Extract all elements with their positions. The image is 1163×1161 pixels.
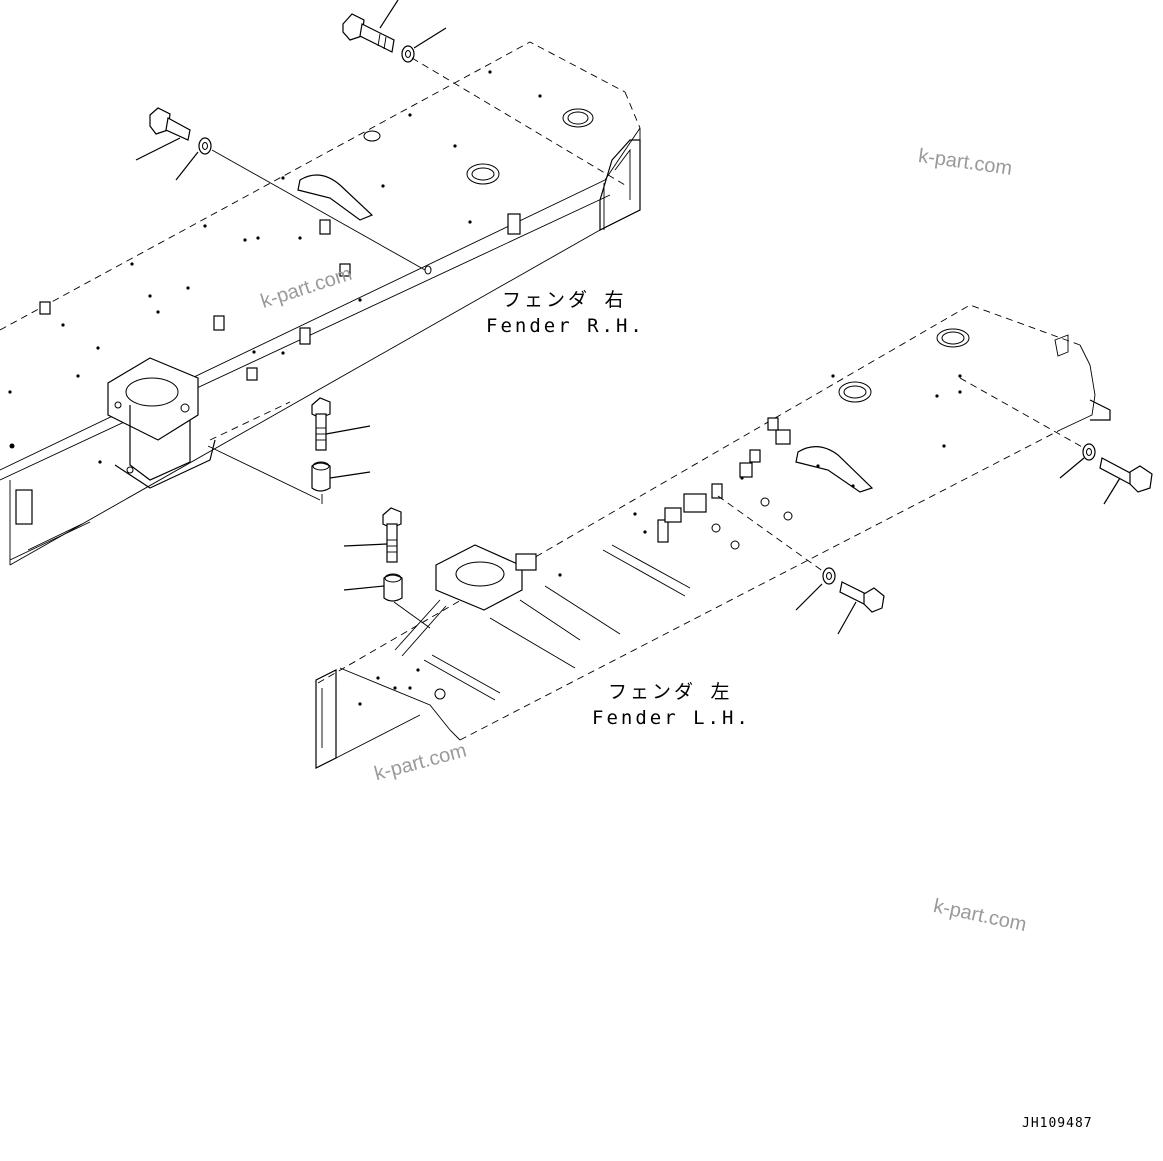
fender-rh-assembly	[0, 41, 641, 566]
bolt-upper-left	[135, 107, 432, 275]
rh-mounting-holes	[8, 70, 542, 464]
fender-rh-label-en: Fender R.H.	[486, 315, 645, 337]
bolt-center-right	[717, 495, 885, 635]
fender-lh-assembly	[315, 304, 1111, 769]
fender-rh-label-jp: フェンダ 右	[502, 289, 627, 311]
fender-lh-label-jp: フェンダ 左	[608, 681, 733, 703]
hardware-bolts	[135, 0, 1153, 635]
bolt-top	[342, 0, 626, 186]
drawing-number: JH109487	[1022, 1116, 1093, 1131]
fender-lh-label-en: Fender L.H.	[592, 707, 751, 729]
lh-mounting-holes	[358, 374, 962, 706]
bolt-lower-left	[343, 507, 431, 629]
bolt-middle	[207, 397, 371, 504]
bolt-right	[959, 377, 1153, 505]
